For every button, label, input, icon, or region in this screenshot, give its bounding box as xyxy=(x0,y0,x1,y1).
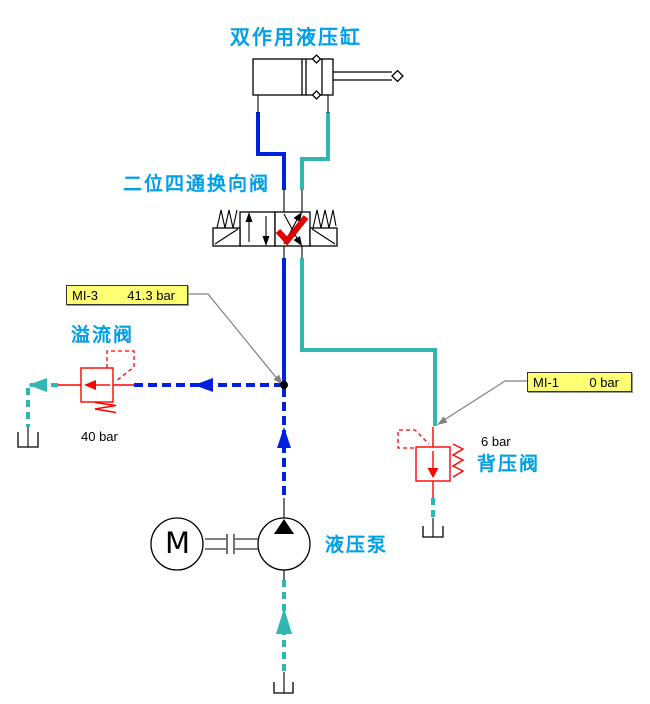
gauge-leader-mi3 xyxy=(189,293,283,385)
tank-pump[interactable] xyxy=(273,672,294,694)
gauge-mi1[interactable]: MI-1 0 bar xyxy=(527,372,632,392)
tank-backpressure[interactable] xyxy=(422,518,444,538)
gauge-mi3-id: MI-3 xyxy=(72,287,98,303)
pipe-valve-to-backpressure[interactable] xyxy=(300,246,437,426)
flow-arrow-up xyxy=(277,427,291,448)
top-node xyxy=(311,54,322,64)
shaft-coupling xyxy=(205,534,258,554)
back-pressure-valve-label[interactable]: 背压阀 xyxy=(477,453,541,475)
flow-arrow-suction xyxy=(276,608,292,634)
motor[interactable] xyxy=(150,517,204,571)
relief-setting-text: 40 bar xyxy=(81,429,118,444)
relief-valve-label[interactable]: 溢流阀 xyxy=(71,324,135,346)
pipe-junction-to-relief[interactable] xyxy=(134,378,283,392)
relief-valve[interactable] xyxy=(58,350,135,414)
backpressure-spring xyxy=(451,443,465,478)
directional-valve[interactable] xyxy=(212,209,338,247)
flow-arrow-drain xyxy=(28,378,47,392)
spring-right xyxy=(312,209,337,229)
pipe-pump-suction[interactable] xyxy=(276,570,292,672)
relief-spring xyxy=(94,401,117,414)
pilot-line xyxy=(397,429,430,449)
pilot-line xyxy=(106,350,135,382)
motor-letter: M xyxy=(164,526,191,560)
back-pressure-valve[interactable] xyxy=(397,427,465,498)
active-position-check xyxy=(275,215,309,246)
tank-relief[interactable] xyxy=(17,427,39,448)
gauge-mi1-id: MI-1 xyxy=(533,374,559,390)
pump[interactable] xyxy=(257,517,311,571)
backpressure-setting-text: 6 bar xyxy=(481,434,511,449)
pipe-cylinder-a[interactable] xyxy=(256,112,286,212)
cylinder-label[interactable]: 双作用液压缸 xyxy=(230,25,362,49)
cylinder[interactable] xyxy=(252,54,404,113)
pump-direction-triangle xyxy=(274,519,294,534)
gauge-leader-mi1 xyxy=(437,380,527,425)
bottom-node xyxy=(311,90,322,100)
directional-valve-label[interactable]: 二位四通换向阀 xyxy=(123,173,271,195)
pipe-pump-to-junction[interactable] xyxy=(277,388,291,518)
pipe-relief-to-tank[interactable] xyxy=(26,378,58,427)
rod-end-node xyxy=(391,69,404,83)
gauge-mi1-value: 0 bar xyxy=(589,374,619,390)
flow-arrow-left xyxy=(194,378,213,392)
gauge-mi3-value: 41.3 bar xyxy=(127,287,175,303)
pipe-cylinder-b[interactable] xyxy=(300,112,330,212)
pump-label[interactable]: 液压泵 xyxy=(325,534,389,556)
spring-left xyxy=(216,209,238,229)
gauge-mi3[interactable]: MI-3 41.3 bar xyxy=(66,285,188,305)
junction-dot xyxy=(280,381,288,389)
